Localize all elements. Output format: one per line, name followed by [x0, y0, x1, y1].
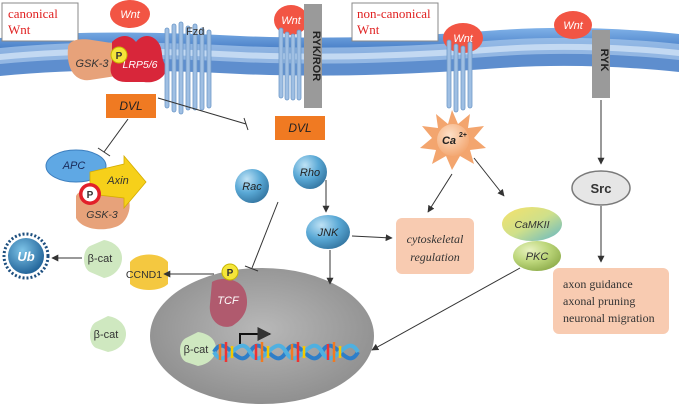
beta-cat-cytoplasm-1: β-cat — [84, 240, 122, 278]
cytoskeletal-regulation-box: cytoskeletal regulation — [396, 218, 474, 274]
pkc: PKC — [513, 241, 561, 271]
rac: Rac — [235, 169, 269, 203]
beta-cat-cytoplasm-2: β-cat — [90, 316, 126, 352]
ryk-receptor: RYK — [592, 30, 610, 98]
arrow-pkc-nucleus — [371, 267, 521, 351]
svg-text:LRP5/6: LRP5/6 — [122, 59, 157, 71]
dvl-noncanonical: DVL — [275, 116, 325, 140]
svg-text:RYK: RYK — [598, 49, 610, 72]
canonical-wnt-label-box: canonical Wnt — [1, 2, 79, 42]
svg-text:Wnt: Wnt — [120, 9, 141, 21]
svg-text:P: P — [116, 51, 123, 62]
noncanonical-label-line2: Wnt — [357, 22, 380, 37]
svg-text:CaMKII: CaMKII — [514, 219, 549, 231]
svg-text:axon guidance: axon guidance — [563, 277, 633, 291]
phospho-p-complex: P — [79, 183, 101, 205]
fzd-label: Fzd — [186, 26, 204, 38]
svg-text:axonal pruning: axonal pruning — [563, 294, 635, 308]
rho: Rho — [293, 155, 327, 189]
svg-text:Wnt: Wnt — [563, 20, 584, 32]
inhibition-line-rac — [244, 201, 279, 272]
svg-text:DVL: DVL — [288, 121, 311, 135]
svg-text:GSK-3: GSK-3 — [75, 58, 109, 70]
camkii: CaMKII — [502, 207, 562, 241]
tcf: TCF — [209, 278, 248, 327]
svg-text:cytoskeletal: cytoskeletal — [407, 232, 464, 246]
dvl-canonical: DVL — [106, 94, 156, 118]
noncanonical-wnt-label-box: non-canonical Wnt — [351, 2, 439, 42]
svg-text:neuronal migration: neuronal migration — [563, 311, 655, 325]
lrp5-6-receptor: LRP5/6 — [110, 36, 167, 83]
jnk: JNK — [306, 215, 350, 249]
svg-text:2+: 2+ — [459, 132, 467, 139]
ccnd1: CCND1 — [126, 254, 168, 290]
svg-text:Ca: Ca — [442, 135, 456, 147]
inhibition-line-dvl — [157, 97, 249, 131]
inhibition-line-apc — [97, 118, 129, 157]
svg-text:Rho: Rho — [300, 167, 320, 179]
svg-text:Wnt: Wnt — [281, 15, 302, 27]
svg-text:β-cat: β-cat — [184, 344, 209, 356]
svg-text:GSK-3: GSK-3 — [86, 209, 118, 221]
svg-text:Axin: Axin — [106, 175, 128, 187]
cell-membrane — [0, 27, 679, 76]
axon-guidance-box: axon guidance axonal pruning neuronal mi… — [553, 268, 669, 334]
beta-cat-nucleus: β-cat — [180, 332, 216, 366]
svg-text:P: P — [87, 190, 94, 201]
svg-text:PKC: PKC — [526, 251, 549, 263]
svg-text:P: P — [227, 268, 234, 279]
wnt-ligand-1: Wnt — [110, 0, 150, 28]
svg-text:TCF: TCF — [217, 295, 240, 307]
ubiquitin: Ub — [2, 232, 50, 280]
noncanonical-label-line1: non-canonical — [357, 6, 431, 21]
svg-text:CCND1: CCND1 — [126, 269, 162, 281]
phospho-p-lrp: P — [110, 46, 128, 64]
ryk-ror-receptor: RYK/ROR — [304, 4, 322, 108]
nucleus — [150, 268, 374, 404]
canonical-label-line2: Wnt — [8, 22, 31, 37]
svg-text:Ub: Ub — [17, 249, 34, 264]
svg-text:regulation: regulation — [410, 250, 460, 264]
arrow-ca-camkii — [473, 157, 505, 197]
phospho-p-tcf: P — [221, 263, 239, 281]
svg-text:APC: APC — [62, 160, 86, 172]
svg-text:Src: Src — [591, 181, 612, 196]
gsk3-membrane: GSK-3 — [67, 39, 124, 81]
svg-text:DVL: DVL — [119, 99, 142, 113]
svg-text:RYK/ROR: RYK/ROR — [310, 31, 322, 81]
canonical-label-line1: canonical — [8, 6, 58, 21]
fzd-receptor — [164, 21, 212, 115]
dna-helix — [212, 342, 360, 362]
svg-text:β-cat: β-cat — [94, 329, 119, 341]
arrow-ca-cytoskeletal — [427, 173, 453, 213]
wnt-ligand-4: Wnt — [554, 11, 592, 39]
fzd-receptor-3 — [446, 39, 473, 113]
src: Src — [571, 170, 631, 206]
transcription-start-arrow — [239, 327, 272, 344]
svg-text:JNK: JNK — [317, 227, 339, 239]
svg-text:β-cat: β-cat — [88, 253, 113, 265]
svg-text:Rac: Rac — [242, 181, 262, 193]
arrow-jnk-cytoskeletal — [351, 234, 393, 242]
fzd-receptor-2 — [278, 27, 302, 101]
wnt-ligand-2: Wnt — [274, 5, 308, 35]
calcium-ion: Ca 2+ — [420, 110, 486, 170]
